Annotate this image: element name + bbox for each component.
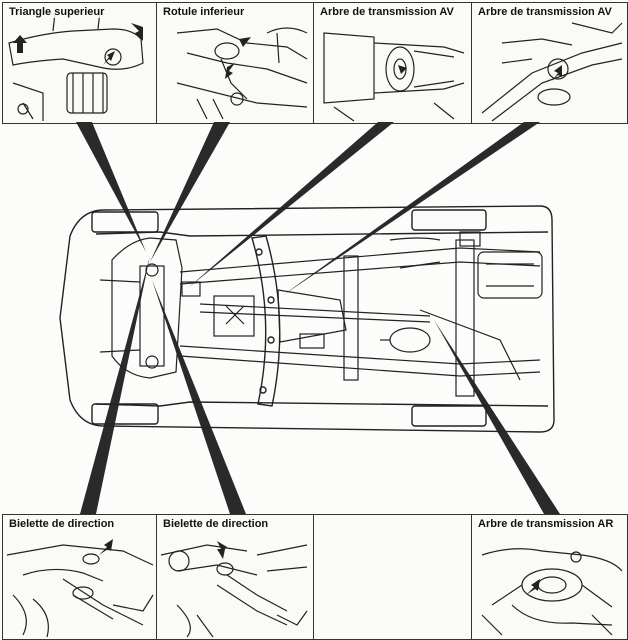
wheel-front-right	[91, 403, 159, 425]
pointer-biellette-1	[80, 256, 150, 514]
panel-label: Arbre de transmission AV	[318, 6, 456, 18]
panel-label: Arbre de transmission AR	[476, 518, 616, 530]
pointer-arbre-av-1	[188, 122, 394, 288]
arrow-icon	[526, 579, 540, 595]
mount	[459, 231, 481, 247]
arrow-icon	[398, 65, 410, 79]
pointer-arbre-ar	[434, 320, 560, 514]
crossmember	[251, 235, 281, 407]
arbre-ar-illustration	[481, 548, 623, 636]
arbre-av-illustration-1	[323, 32, 465, 122]
panel-label: Rotule inferieur	[161, 6, 247, 18]
arrow-icon	[13, 23, 143, 65]
detail-panel-arbre-transmission-av-2: Arbre de transmission AV	[471, 2, 628, 124]
arrow-icon	[552, 65, 562, 81]
arrow-icon	[225, 37, 251, 79]
detail-panel-rotule-inferieur: Rotule inferieur	[156, 2, 314, 124]
panel-label: Triangle superieur	[7, 6, 107, 18]
pointer-wedges	[76, 122, 560, 514]
detail-panel-empty	[313, 514, 472, 640]
pointer-biellette-2	[152, 280, 246, 514]
rear-crossbar	[455, 239, 475, 397]
detail-panel-arbre-transmission-ar: Arbre de transmission AR	[471, 514, 628, 640]
vehicle-body	[59, 205, 555, 433]
panel-label: Bielette de direction	[161, 518, 271, 530]
gearbox	[213, 289, 347, 349]
pointer-triangle-superieur	[76, 122, 146, 252]
pointer-rotule-inferieur	[150, 122, 230, 262]
chassis-rails	[179, 239, 541, 397]
detail-panel-biellette-direction-1: Bielette de direction	[2, 514, 157, 640]
rotule-inferieur-illustration	[176, 27, 308, 120]
triangle-superieur-illustration	[8, 10, 144, 121]
driveshaft	[199, 303, 431, 323]
panel-label: Bielette de direction	[7, 518, 117, 530]
arrow-icon	[217, 541, 227, 559]
front-axle	[99, 237, 201, 379]
pointer-arbre-av-2	[282, 122, 540, 296]
panel-label: Arbre de transmission AV	[476, 6, 614, 18]
detail-panel-triangle-superieur: Triangle superieur	[2, 2, 157, 124]
muffler	[389, 327, 431, 353]
detail-panel-arbre-transmission-av-1: Arbre de transmission AV	[313, 2, 472, 124]
biellette-illustration-2	[160, 541, 308, 638]
detail-panel-biellette-direction-2: Bielette de direction	[156, 514, 314, 640]
biellette-illustration-1	[6, 539, 154, 638]
wheel-rear-left	[411, 209, 487, 231]
arbre-av-illustration-2	[481, 22, 623, 122]
arrow-icon	[99, 539, 113, 555]
crossbar	[343, 255, 359, 381]
fuel-tank	[477, 251, 543, 299]
wheel-rear-right	[411, 405, 487, 427]
rear-axle	[380, 231, 543, 381]
wheel-front-left	[91, 211, 159, 233]
